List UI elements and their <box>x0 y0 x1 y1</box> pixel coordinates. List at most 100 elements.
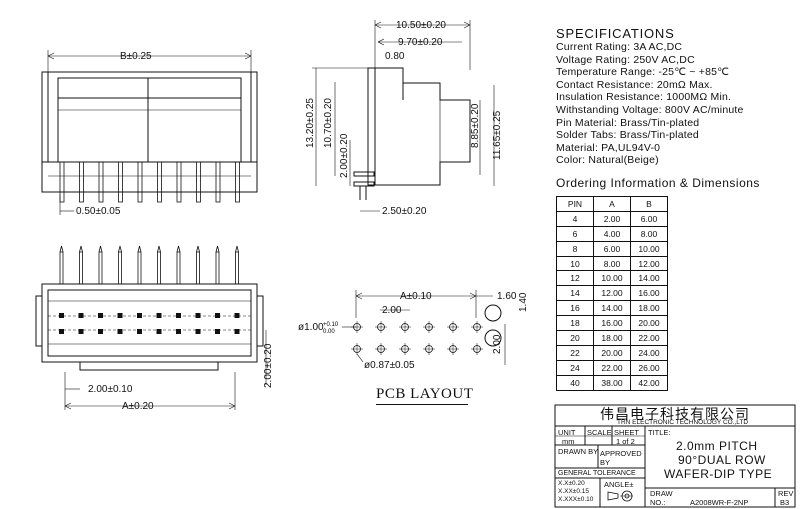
dim-bottom-width: A±0.20 <box>122 401 154 412</box>
pin-square <box>78 329 84 334</box>
pcb-layout: A±0.10 1.60 1.40 2.00 2.00 ø1.00 +0.10 0… <box>298 290 529 371</box>
table-cell: 16.00 <box>593 315 631 332</box>
table-cell: A <box>593 196 631 212</box>
pin-tip <box>215 245 220 253</box>
spec-line: Contact Resistance: 20mΩ Max. <box>556 78 713 91</box>
pin-square <box>234 313 240 318</box>
pin <box>196 251 200 285</box>
table-cell: 24 <box>556 359 594 376</box>
unit-value: mm <box>562 437 575 446</box>
table-cell: 38.00 <box>593 374 631 391</box>
table-cell: 16.00 <box>630 285 668 302</box>
pin <box>79 161 84 203</box>
dim-pcb-hole-small: ø0.87±0.05 <box>364 360 415 371</box>
pin-tip <box>98 245 103 253</box>
table-cell: 20.00 <box>630 315 668 332</box>
dim-side-inner: 9.70±0.20 <box>398 37 443 48</box>
tolerance-3: X.XXX±0.10 <box>558 496 594 503</box>
rev-label: REV <box>778 489 794 498</box>
dim-pcb-offset: 1.60 <box>497 291 517 302</box>
title-block-frame <box>554 404 796 508</box>
front-pins <box>59 161 240 203</box>
pin <box>176 251 181 285</box>
spec-line: Withstanding Voltage: 800V AC/minute <box>556 103 744 116</box>
table-cell: 8.00 <box>593 255 631 272</box>
table-cell: 6 <box>556 225 594 242</box>
tolerance-1: X.X±0.20 <box>558 480 585 487</box>
pin <box>118 161 123 203</box>
draw-label: DRAW <box>650 489 673 498</box>
table-cell: 6.00 <box>630 210 668 227</box>
ordering-title: Ordering Information & Dimensions <box>556 176 760 190</box>
general-tolerance-label: GENERAL TOLERANCE <box>558 470 636 477</box>
dim-pcb-hole-tol-dn: 0.00 <box>323 329 335 335</box>
tolerance-2: X.XX±0.15 <box>558 488 590 495</box>
rev-value: B3 <box>780 498 790 507</box>
pin-square <box>117 313 123 318</box>
dim-side-h4: 8.85±0.20 <box>470 103 481 148</box>
table-cell: 18.00 <box>593 330 631 346</box>
table-cell: 20.00 <box>593 344 631 361</box>
table-cell: 4.00 <box>593 225 631 242</box>
table-cell: 24.00 <box>630 344 668 361</box>
drawing-title-2: 90°DUAL ROW <box>678 453 766 467</box>
bottom-pins-top <box>59 245 239 285</box>
pin <box>98 251 103 285</box>
bottom-pin-grid <box>59 313 240 334</box>
pcb-mount-hole <box>484 304 502 322</box>
pin <box>176 161 182 203</box>
company-name-cn: 伟昌电子科技有限公司 <box>600 407 750 423</box>
pin-square <box>78 313 84 318</box>
table-cell: 16 <box>556 300 594 317</box>
pin-square <box>137 313 142 318</box>
drawing-title-3: WAFER-DIP TYPE <box>664 467 773 481</box>
title-label: TITLE: <box>648 428 671 437</box>
specifications-title: SPECIFICATIONS <box>556 26 675 41</box>
front-view: B±0.25 0.50±0.05 <box>41 50 258 217</box>
pin-square <box>59 329 64 334</box>
pin-tip <box>196 245 200 253</box>
pin <box>157 161 162 203</box>
pin-square <box>156 313 162 318</box>
dim-side-bottom: 2.50±0.20 <box>382 206 427 217</box>
table-cell: 8.00 <box>630 225 668 242</box>
table-cell: 12.00 <box>630 255 668 272</box>
table-cell: 10.00 <box>593 270 631 287</box>
table-cell: 10 <box>556 255 594 272</box>
table-cell: 18.00 <box>630 300 668 317</box>
dim-side-tab: 0.80 <box>385 51 405 62</box>
scale-label: SCALE <box>587 428 612 437</box>
dim-side-h5: 11.65±0.25 <box>492 110 503 160</box>
table-cell: 14.00 <box>593 300 631 317</box>
pin <box>59 251 64 285</box>
table-cell: 10.00 <box>630 240 668 257</box>
table-cell: B <box>630 196 668 212</box>
dim-side-height: 13.20±0.25 <box>305 98 316 148</box>
spec-line: Voltage Rating: 250V AC,DC <box>556 53 695 66</box>
unit-label: UNIT <box>558 428 576 437</box>
dim-bottom-height: 2.00±0.20 <box>263 343 274 388</box>
pin-tip <box>59 245 64 253</box>
spec-line: Pin Material: Brass/Tin-plated <box>556 116 700 129</box>
spec-line: Color: Natural(Beige) <box>556 154 659 167</box>
table-cell: 14 <box>556 285 594 302</box>
pcb-holes <box>351 321 483 355</box>
pin <box>98 161 104 203</box>
drawn-by-label: DRAWN BY <box>558 447 599 456</box>
pin <box>196 161 201 203</box>
pin-tip <box>79 245 83 253</box>
pin <box>137 251 142 285</box>
dim-side-overall: 10.50±0.20 <box>396 20 446 31</box>
pin-square <box>59 313 64 318</box>
bottom-view: 2.00±0.10 A±0.20 2.00±0.20 <box>35 245 274 412</box>
